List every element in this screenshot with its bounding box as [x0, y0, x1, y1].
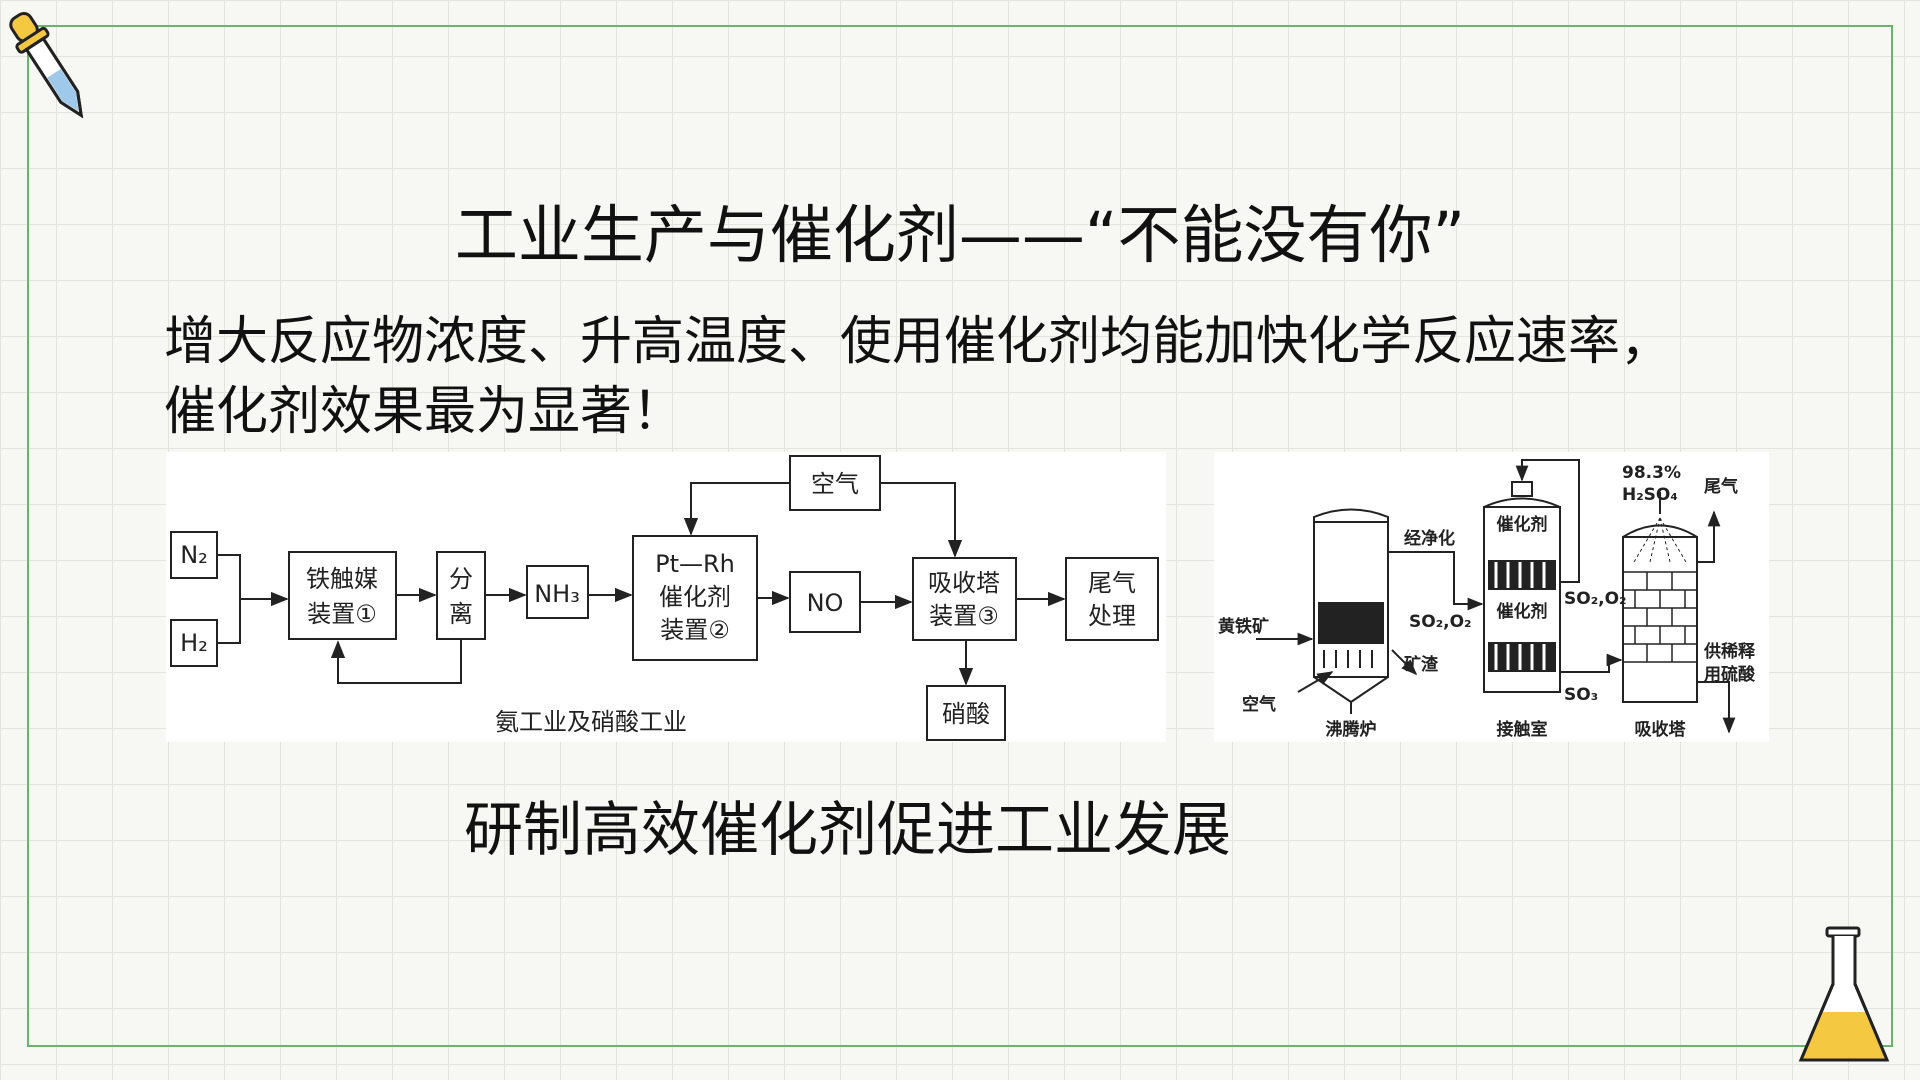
sulfuric-acid-diagram: 经净化 催化剂 催化剂 98.3% H₂SO₄ 尾气 黄铁矿 SO₂,O₂ SO… [1214, 452, 1769, 742]
n2-label: N₂ [180, 541, 208, 569]
iron-catalyst-label-1: 铁触媒 [306, 565, 378, 593]
catalyst-label-1: 催化剂 [1497, 514, 1548, 535]
pyrite-label: 黄铁矿 [1218, 616, 1269, 637]
ammonia-nitric-acid-diagram: N₂ H₂ 铁触媒 装置① 分 离 NH₃ Pt—Rh 催化剂 装置② 空气 N… [166, 452, 1166, 742]
slag-label: 矿渣 [1404, 654, 1439, 675]
bottom-text: 研制高效催化剂促进工业发展 [464, 795, 1232, 864]
separate-label-1: 分 [449, 565, 473, 593]
air-label: 空气 [811, 470, 859, 498]
so2o2-label-1: SO₂,O₂ [1409, 612, 1472, 632]
catalyst-label-2: 催化剂 [1497, 601, 1548, 622]
iron-catalyst-label-2: 装置① [307, 600, 377, 628]
air-label-right: 空气 [1242, 694, 1276, 715]
nitric-acid-label: 硝酸 [942, 700, 990, 728]
furnace-label: 沸腾炉 [1326, 719, 1377, 740]
h2-label: H₂ [180, 629, 208, 657]
absorb-tower-label-1: 吸收塔 [928, 569, 1000, 597]
tail-gas-label: 尾气 [1704, 476, 1738, 497]
separate-label-2: 离 [449, 600, 473, 628]
h2so4-label: H₂SO₄ [1622, 485, 1678, 505]
concentration-label: 98.3% [1622, 463, 1681, 483]
body-line-1: 增大反应物浓度、升高温度、使用催化剂均能加快化学反应速率， [164, 312, 1673, 372]
tail-gas-label-2: 处理 [1088, 602, 1136, 630]
dilute-label-1: 供稀释 [1703, 641, 1756, 662]
slide-title: 工业生产与催化剂——“不能没有你” [454, 199, 1466, 272]
dilute-label-2: 用硫酸 [1704, 664, 1756, 685]
contact-room-label: 接触室 [1497, 719, 1548, 740]
nh3-label: NH₃ [534, 580, 580, 608]
ptrh-label-3: 装置② [660, 616, 730, 644]
no-label: NO [807, 589, 844, 617]
body-text: 增大反应物浓度、升高温度、使用催化剂均能加快化学反应速率， 催化剂效果最为显著！ [164, 307, 1784, 447]
ptrh-label-2: 催化剂 [659, 583, 731, 611]
dropper-icon [9, 11, 84, 119]
flask-icon [1798, 926, 1890, 1062]
ptrh-label-1: Pt—Rh [655, 550, 735, 578]
purified-label: 经净化 [1404, 528, 1455, 549]
body-line-2: 催化剂效果最为显著！ [164, 382, 685, 442]
diagram-caption: 氨工业及硝酸工业 [495, 708, 687, 736]
so3-label: SO₃ [1564, 685, 1598, 705]
tail-gas-label-1: 尾气 [1088, 569, 1136, 597]
slide-frame [27, 25, 1893, 1047]
so2o2-label-2: SO₂,O₂ [1564, 589, 1627, 609]
absorb-tower-label: 吸收塔 [1635, 719, 1687, 740]
absorb-tower-label-2: 装置③ [929, 602, 999, 630]
